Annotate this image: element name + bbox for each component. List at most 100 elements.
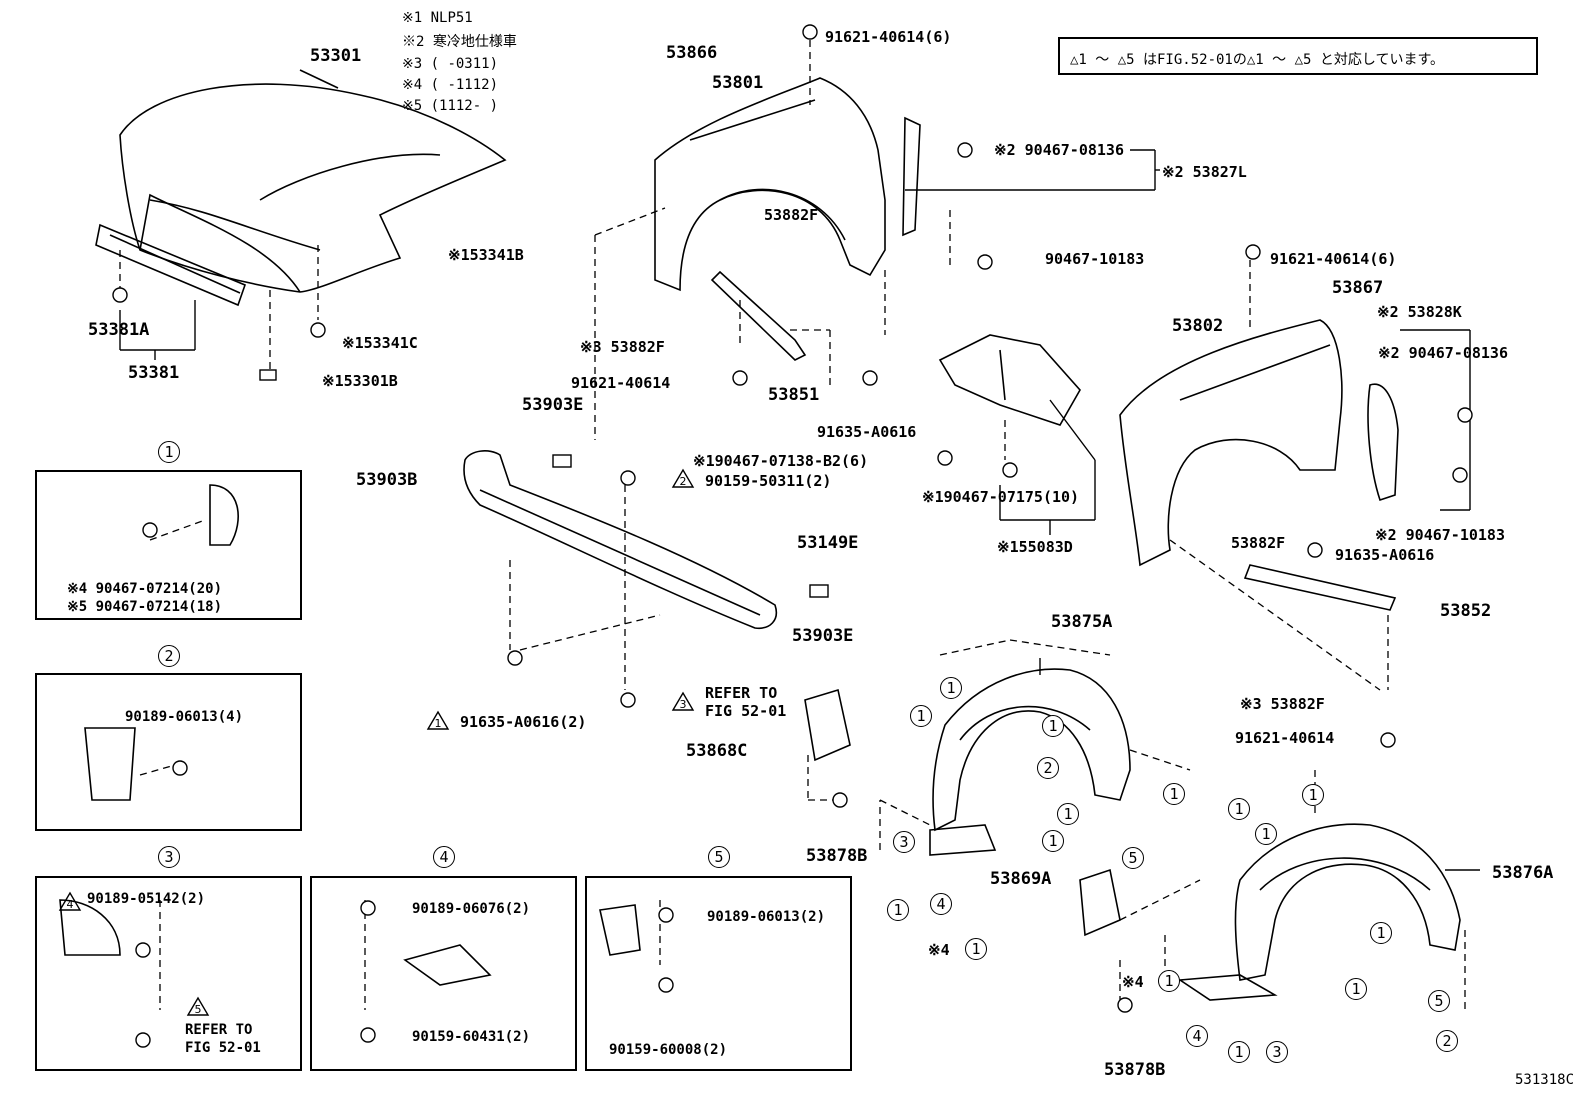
detail-box-5: 90189-06013(2) 90159-60008(2) — [585, 876, 852, 1071]
box4-line1: 90189-06076(2) — [412, 901, 531, 917]
label-91621-d: 91621-40614 — [1235, 729, 1335, 747]
box3-line1: 90189-05142(2) — [87, 891, 206, 907]
label-91621-c: 91621-40614(6) — [1270, 250, 1397, 268]
label-90159-50311: 90159-50311(2) — [705, 472, 832, 490]
box1-line2: ※5 90467-07214(18) — [67, 599, 223, 615]
svg-text:3: 3 — [680, 698, 687, 711]
label-90467-08136-b: ※2 90467-08136 — [1378, 344, 1508, 362]
callout-circle: 2 — [1436, 1030, 1458, 1052]
label-x4-b: ※4 — [1122, 973, 1144, 991]
callout-circle: 1 — [1158, 970, 1180, 992]
label-53341B: ※153341B — [448, 246, 524, 264]
callout-circle: 1 — [965, 938, 987, 960]
label-91621-b: 91621-40614 — [571, 374, 671, 392]
label-53878B-a: 53878B — [806, 846, 868, 866]
box-4-number: 4 — [433, 846, 455, 868]
callout-circle: 1 — [1302, 784, 1324, 806]
label-53878B-b: 53878B — [1104, 1060, 1166, 1080]
svg-text:2: 2 — [680, 475, 687, 488]
label-91635-c: 91635-A0616 — [1335, 546, 1435, 564]
callout-circle: 5 — [1428, 990, 1450, 1012]
legend-box: △1 ～ △5 はFIG.52-01の△1 ～ △5 と対応しています。 — [1058, 37, 1538, 75]
callout-circle: 1 — [910, 705, 932, 727]
detail-box-4: 90189-06076(2) 90159-60431(2) — [310, 876, 577, 1071]
notes-block: ※1 NLP51 ※2 寒冷地仕様車 ※3 ( -0311) ※4 ( -111… — [402, 10, 517, 114]
callout-circle: 4 — [1186, 1025, 1208, 1047]
svg-text:1: 1 — [435, 717, 442, 730]
label-53301B: ※153301B — [322, 372, 398, 390]
label-53381: 53381 — [128, 363, 180, 383]
box5-line2: 90159-60008(2) — [609, 1042, 728, 1058]
label-90467-07175: ※190467-07175(10) — [922, 488, 1080, 506]
box-3-number: 3 — [158, 846, 180, 868]
callout-circle: 1 — [1042, 830, 1064, 852]
label-53875A: 53875A — [1051, 612, 1113, 632]
label-90467-10183-b: ※2 90467-10183 — [1375, 526, 1505, 544]
callout-circle: 1 — [1228, 1041, 1250, 1063]
label-refer1-a: REFER TO — [705, 684, 778, 702]
callout-circle: 1 — [1228, 798, 1250, 820]
label-53903B: 53903B — [356, 470, 418, 490]
label-53882F-c: 53882F — [1231, 534, 1286, 552]
detail-box-1: ※4 90467-07214(20) ※5 90467-07214(18) — [35, 470, 302, 620]
label-90467-08136-a: ※2 90467-08136 — [994, 141, 1124, 159]
svg-text:5: 5 — [195, 1003, 202, 1016]
label-53903E-a: 53903E — [522, 395, 584, 415]
svg-text:4: 4 — [67, 898, 74, 911]
label-53381A: 53381A — [88, 320, 150, 340]
note-5: ※5 (1112- ) — [402, 98, 499, 114]
label-53882F-a: 53882F — [764, 206, 819, 224]
box2-line1: 90189-06013(4) — [125, 709, 244, 725]
box3-line3: FIG 52-01 — [185, 1040, 261, 1056]
callout-circle: 4 — [930, 893, 952, 915]
label-53876A: 53876A — [1492, 863, 1554, 883]
label-53867: 53867 — [1332, 278, 1384, 298]
callout-circle: 1 — [1163, 783, 1185, 805]
callout-circle: 1 — [887, 899, 909, 921]
label-55083D: ※155083D — [997, 538, 1073, 556]
callout-circle: 1 — [940, 677, 962, 699]
label-53868C: 53868C — [686, 741, 748, 761]
callout-circle: 2 — [1037, 757, 1059, 779]
label-90467-10183-a: 90467-10183 — [1045, 250, 1145, 268]
label-53801: 53801 — [712, 73, 764, 93]
label-90467-07138: ※190467-07138-B2(6) — [693, 452, 869, 470]
label-53341C: ※153341C — [342, 334, 418, 352]
box4-line2: 90159-60431(2) — [412, 1029, 531, 1045]
legend-text: △1 ～ △5 はFIG.52-01の△1 ～ △5 と対応しています。 — [1070, 52, 1445, 68]
callout-circle: 3 — [1266, 1041, 1288, 1063]
label-53828K: ※2 53828K — [1377, 303, 1462, 321]
label-91635-a: 91635-A0616 — [817, 423, 917, 441]
callout-circle: 1 — [1345, 978, 1367, 1000]
label-53149E: 53149E — [797, 533, 859, 553]
note-1: ※1 NLP51 — [402, 10, 473, 26]
label-x4-a: ※4 — [928, 941, 950, 959]
callout-circle: 1 — [1370, 922, 1392, 944]
box-2-number: 2 — [158, 645, 180, 667]
label-53802: 53802 — [1172, 316, 1224, 336]
box5-line1: 90189-06013(2) — [707, 909, 826, 925]
callout-circle: 1 — [1042, 715, 1064, 737]
label-91635-b: 91635-A0616(2) — [460, 713, 587, 731]
box3-line2: REFER TO — [185, 1022, 253, 1038]
label-53827L: ※2 53827L — [1162, 163, 1247, 181]
label-53882F-b: ※3 53882F — [580, 338, 665, 356]
callout-circle: 5 — [1122, 847, 1144, 869]
note-2: ※2 寒冷地仕様車 — [402, 34, 517, 50]
label-53852: 53852 — [1440, 601, 1492, 621]
note-3: ※3 ( -0311) — [402, 56, 499, 72]
label-91621-a: 91621-40614(6) — [825, 28, 952, 46]
box1-line1: ※4 90467-07214(20) — [67, 581, 223, 597]
note-4: ※4 ( -1112) — [402, 77, 499, 93]
label-53851: 53851 — [768, 385, 820, 405]
box-5-number: 5 — [708, 846, 730, 868]
label-53301: 53301 — [310, 46, 362, 66]
label-refer1-b: FIG 52-01 — [705, 702, 787, 720]
label-53869A: 53869A — [990, 869, 1052, 889]
callout-circle: 3 — [893, 831, 915, 853]
callout-circle: 1 — [1057, 803, 1079, 825]
label-53866: 53866 — [666, 43, 718, 63]
detail-box-2: 90189-06013(4) — [35, 673, 302, 831]
label-53882F-d: ※3 53882F — [1240, 695, 1325, 713]
